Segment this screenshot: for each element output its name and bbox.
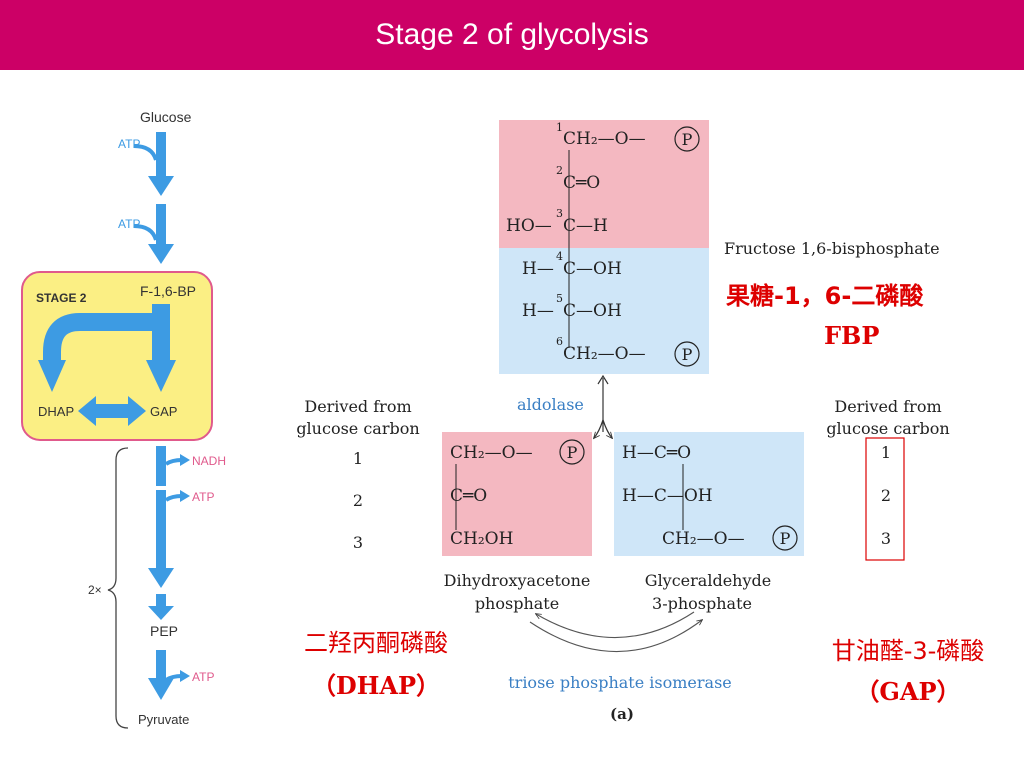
right-carbon-highlight-box [865, 437, 905, 561]
svg-text:P: P [682, 130, 693, 149]
gap-box [614, 432, 804, 556]
dhap-box [442, 432, 592, 556]
gap-structure: H—C═O H—C—OH CH₂—O— P Glyceraldehyde 3-p… [614, 432, 984, 706]
gap-name-line-1: Glyceraldehyde [645, 571, 771, 590]
dhap-structure: CH₂—O— C═O CH₂OH P Dihydroxyacetone phos… [304, 432, 592, 700]
atp-input-arrow-2 [133, 224, 158, 241]
fbp-pink-region [499, 120, 709, 248]
glucose-label: Glucose [140, 109, 192, 125]
aldolase-reaction: aldolase [517, 374, 612, 438]
fbp-row2-num: 2 [556, 164, 563, 177]
atp-label-2: ATP [118, 217, 140, 231]
gap-row-2: H—C—OH [622, 486, 713, 506]
atp-label-3: ATP [192, 490, 214, 504]
slide-title: Stage 2 of glycolysis [0, 0, 1024, 70]
fbp-row5-left: H— [522, 301, 554, 321]
fbp-row3-center: C—H [563, 216, 608, 236]
fbp-row2-center: C═O [563, 173, 600, 193]
fbp-row5-num: 5 [556, 292, 563, 305]
atp-output-arrow-2 [164, 674, 183, 682]
main-arrow-2 [148, 204, 174, 264]
brace [107, 447, 129, 729]
gap-row-3: CH₂—O— [662, 529, 745, 549]
fbp-row4-num: 4 [556, 250, 563, 263]
main-arrow-4 [148, 594, 174, 620]
isomerase-arrow-forward [529, 620, 702, 652]
gap-name-line-2: 3-phosphate [652, 594, 752, 613]
left-derived-label-1: Derived from [304, 397, 411, 416]
main-arrow-1 [148, 132, 174, 196]
atp-output-arrow-1 [164, 494, 183, 502]
right-carbon-1: 1 [881, 443, 891, 462]
fbp-row3-num: 3 [556, 207, 563, 220]
isomerase-arrow-reverse [536, 611, 695, 639]
svg-text:P: P [682, 345, 693, 364]
right-derived-label-1: Derived from [834, 397, 941, 416]
fbp-row1-center: CH₂—O— [563, 129, 646, 149]
fbp-row6-num: 6 [556, 335, 563, 348]
fbp-row6-center: CH₂—O— [563, 344, 646, 364]
stage2-label: STAGE 2 [36, 291, 87, 305]
fbp-row3-left: HO— [506, 216, 552, 236]
dhap-abbreviation: （DHAP） [312, 671, 440, 700]
nadh-label: NADH [192, 454, 226, 468]
dhap-phosphate: P [559, 439, 585, 465]
aldolase-label: aldolase [517, 395, 584, 414]
atp-label-1: ATP [118, 137, 140, 151]
fbp-phosphate-1: P [674, 126, 700, 152]
fbp-phosphate-6: P [674, 341, 700, 367]
dhap-gap-exchange-arrow [78, 396, 146, 426]
dhap-row-2: C═O [450, 486, 487, 506]
dhap-name-line-2: phosphate [475, 594, 559, 613]
pathway-overview: Glucose ATP ATP STAGE 2 F-1,6-BP DHAP GA… [21, 109, 226, 729]
dhap-row-1: CH₂—O— [450, 443, 533, 463]
dhap-row-3: CH₂OH [450, 529, 513, 549]
pep-label: PEP [150, 623, 178, 639]
right-carbon-2: 2 [881, 486, 891, 505]
panel-label: (a) [610, 705, 634, 723]
svg-text:P: P [567, 443, 578, 462]
gap-row-1: H—C═O [622, 443, 691, 463]
main-arrow-5 [148, 650, 174, 700]
fbp-name: Fructose 1,6-bisphosphate [724, 239, 940, 258]
atp-label-4: ATP [192, 670, 214, 684]
gap-phosphate: P [772, 525, 798, 551]
dhap-name-line-1: Dihydroxyacetone [444, 571, 591, 590]
split-arrow [38, 304, 176, 392]
isomerase-label: triose phosphate isomerase [508, 673, 732, 692]
fbp-row1-num: 1 [556, 121, 563, 134]
dhap-chinese-name: 二羟丙酮磷酸 [304, 629, 448, 657]
fbp-row4-center: C—OH [563, 259, 622, 279]
f16bp-label: F-1,6-BP [140, 283, 196, 299]
fbp-structure: HO— H— H— 1 2 3 4 5 6 CH₂—O— C═O C—H C—O… [499, 120, 940, 374]
svg-text:P: P [780, 529, 791, 548]
fbp-row4-left: H— [522, 259, 554, 279]
fbp-row5-center: C—OH [563, 301, 622, 321]
isomerase-reaction: triose phosphate isomerase [508, 611, 732, 692]
nadh-output-arrow [164, 458, 183, 466]
left-derived-label-2: glucose carbon [296, 419, 419, 438]
right-derived-label-2: glucose carbon [826, 419, 949, 438]
left-carbon-2: 2 [353, 491, 363, 510]
pyruvate-label: Pyruvate [138, 712, 189, 727]
fbp-abbreviation: FBP [824, 321, 879, 350]
fbp-chinese-name: 果糖-1，6-二磷酸 [726, 282, 924, 310]
aldolase-branch-right [602, 419, 612, 438]
atp-input-arrow-1 [133, 144, 158, 161]
main-arrow-3 [148, 446, 174, 588]
multiplier-label: 2× [88, 583, 102, 597]
left-carbon-key: Derived from glucose carbon 1 2 3 [296, 397, 419, 552]
left-carbon-1: 1 [353, 449, 363, 468]
gap-abbreviation: （GAP） [855, 677, 960, 706]
left-carbon-3: 3 [353, 533, 363, 552]
right-carbon-3: 3 [881, 529, 891, 548]
dhap-label: DHAP [38, 404, 74, 419]
gap-chinese-name: 甘油醛-3-磷酸 [832, 637, 985, 665]
fbp-blue-region [499, 248, 709, 374]
aldolase-branch-left [594, 419, 604, 438]
right-carbon-key: Derived from glucose carbon 1 2 3 [826, 397, 950, 561]
gap-label: GAP [150, 404, 177, 419]
